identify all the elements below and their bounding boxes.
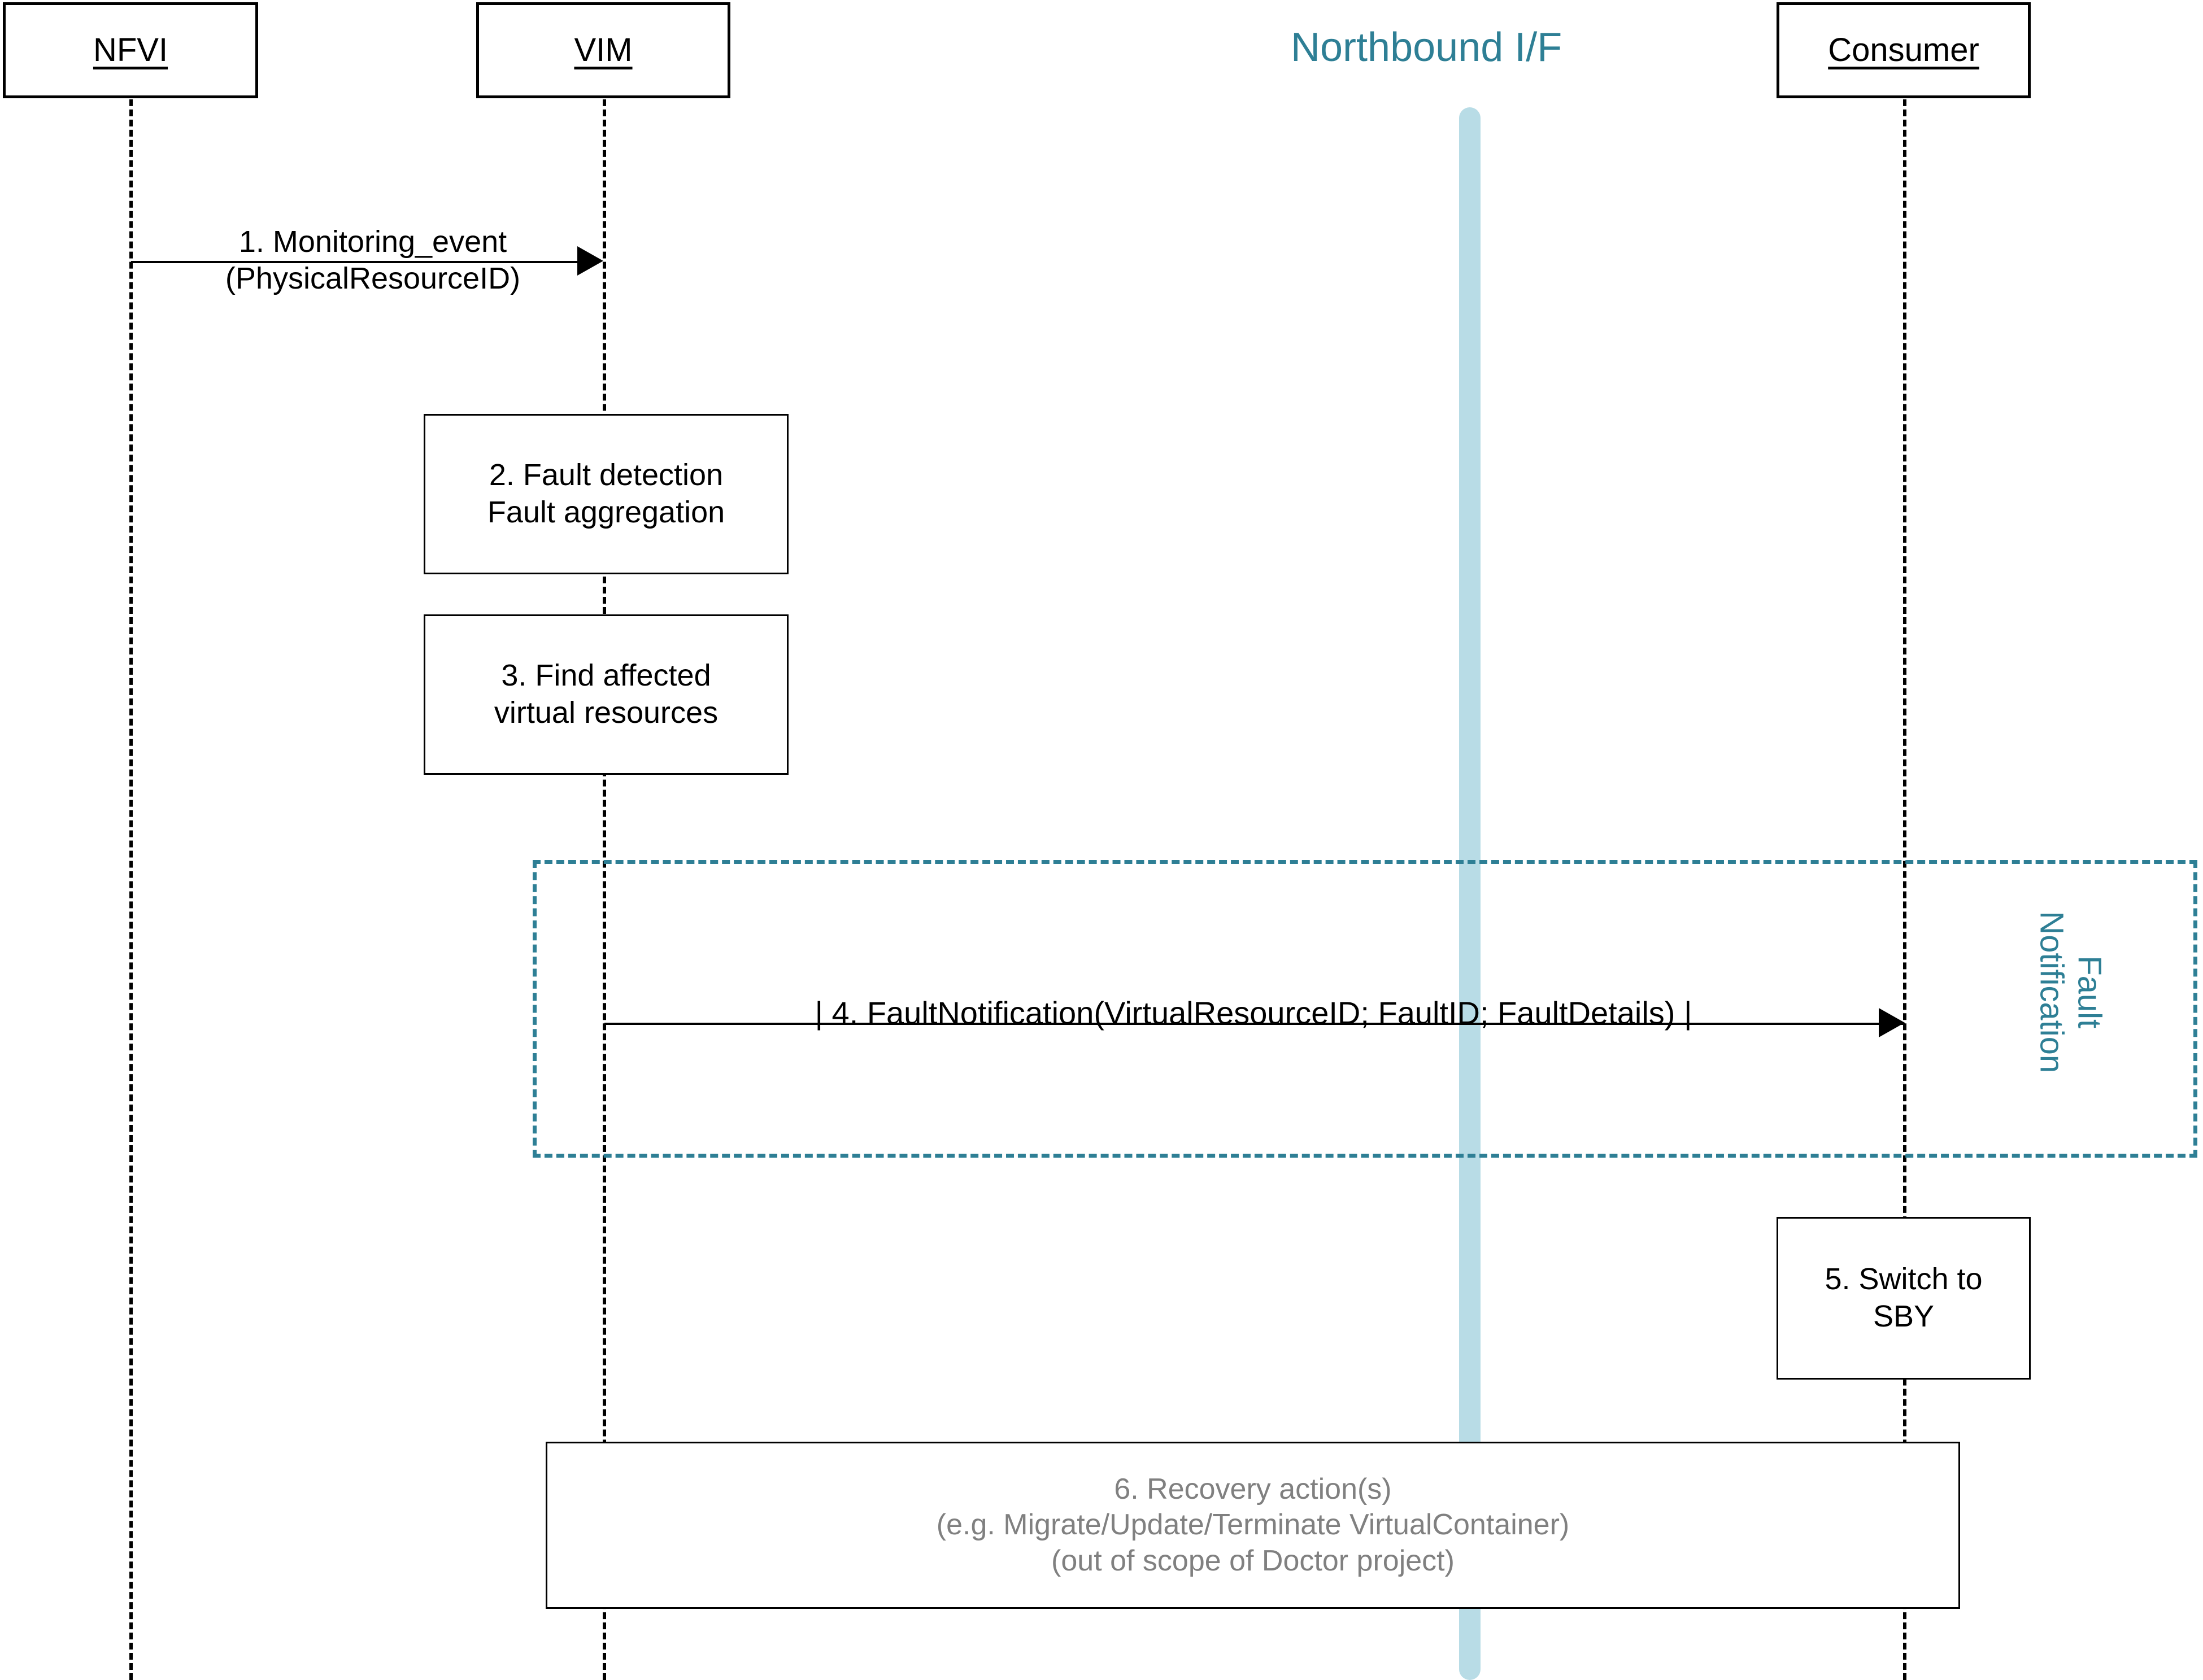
message-line-1	[131, 261, 583, 263]
actor-box-consumer[interactable]: Consumer	[1777, 2, 2031, 98]
actor-label-nfvi: NFVI	[93, 32, 168, 68]
lifeline-vim	[603, 49, 606, 1680]
message-label-4-text: | 4. FaultNotification(VirtualResourceID…	[815, 995, 1692, 1031]
message-arrowhead-1	[577, 246, 603, 276]
activity-line: 3. Find affected	[501, 658, 711, 693]
activity-line: SBY	[1873, 1299, 1935, 1333]
activity-box-fault-detection[interactable]: 2. Fault detection Fault aggregation	[424, 414, 789, 574]
activity-line: Fault aggregation	[487, 495, 725, 529]
message-label-1: 1. Monitoring_event (PhysicalResourceID)	[203, 224, 542, 297]
message-label-4: | 4. FaultNotification(VirtualResourceID…	[658, 994, 1849, 1032]
activity-line: 2. Fault detection	[489, 458, 724, 492]
lifeline-nfvi	[129, 49, 133, 1680]
activity-line: (out of scope of Doctor project)	[1051, 1544, 1455, 1577]
actor-box-nfvi[interactable]: NFVI	[3, 2, 258, 98]
actor-box-vim[interactable]: VIM	[476, 2, 730, 98]
fragment-label-fault-notification: Fault Notification	[2032, 885, 2108, 1099]
activity-line: 5. Switch to	[1825, 1262, 1983, 1297]
activity-box-find-affected-resources[interactable]: 3. Find affected virtual resources	[424, 614, 789, 775]
fragment-fault-notification	[533, 860, 2197, 1158]
activity-line: 6. Recovery action(s)	[1114, 1472, 1392, 1506]
fragment-label-line1: Fault	[2071, 955, 2108, 1029]
northbound-interface-bar	[1459, 107, 1481, 1680]
message-arrowhead-4	[1879, 1008, 1905, 1037]
activity-line: virtual resources	[494, 696, 719, 730]
lifeline-consumer	[1903, 49, 1906, 1680]
activity-box-switch-to-sby[interactable]: 5. Switch to SBY	[1777, 1217, 2031, 1380]
fragment-label-line2: Notification	[2034, 911, 2070, 1074]
actor-label-vim: VIM	[574, 32, 633, 68]
message-line-4	[604, 1023, 1905, 1025]
activity-box-recovery-actions[interactable]: 6. Recovery action(s) (e.g. Migrate/Upda…	[546, 1442, 1960, 1609]
northbound-interface-label: Northbound I/F	[1291, 25, 1562, 70]
actor-label-consumer: Consumer	[1828, 32, 1979, 68]
message-label-1-line1: 1. Monitoring_event	[238, 225, 507, 259]
activity-line: (e.g. Migrate/Update/Terminate VirtualCo…	[936, 1508, 1570, 1542]
message-label-1-line2: (PhysicalResourceID)	[225, 261, 521, 295]
